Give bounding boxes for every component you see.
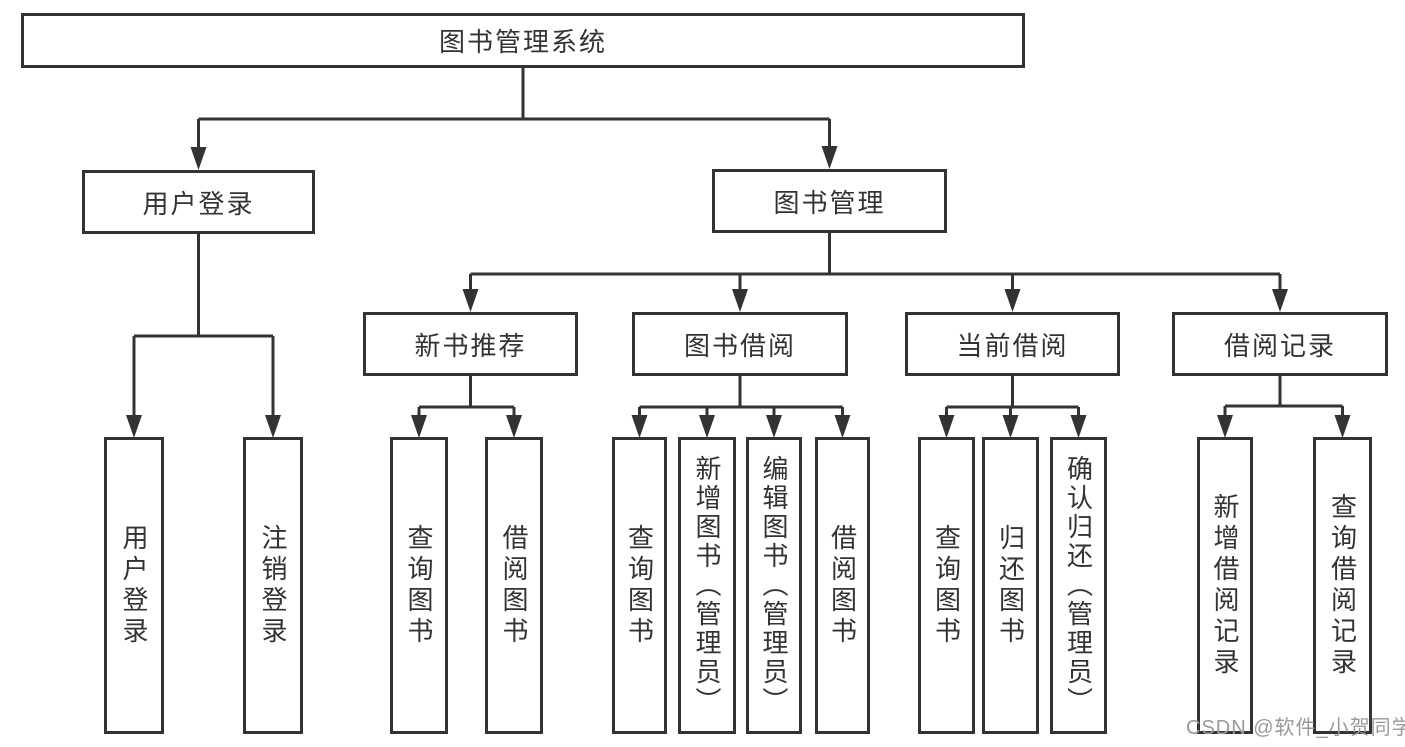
arrowheads — [126, 146, 1351, 438]
leaf-borrowing-borrow-books: 借阅图书 — [815, 437, 870, 734]
leaf-borrowing-edit-books-admin: 编辑图书（管理员） — [746, 437, 802, 734]
leaf-current-return-books: 归还图书 — [982, 437, 1039, 734]
node-borrowing-records: 借阅记录 — [1172, 312, 1388, 376]
leaf-recommend-borrow-books: 借阅图书 — [485, 437, 543, 734]
csdn-watermark: CSDN @软件_小贺同学 — [1186, 717, 1405, 739]
leaf-current-query-books: 查询图书 — [918, 437, 975, 734]
leaf-borrowing-add-books-admin: 新增图书（管理员） — [678, 437, 736, 734]
leaf-borrowing-query-books: 查询图书 — [612, 437, 667, 734]
leaf-records-query-record: 查询借阅记录 — [1313, 437, 1372, 734]
node-current-borrowing: 当前借阅 — [905, 312, 1120, 376]
node-user-login: 用户登录 — [82, 170, 315, 234]
node-library-system: 图书管理系统 — [21, 13, 1025, 68]
leaf-recommend-query-books: 查询图书 — [390, 437, 448, 734]
leaf-records-add-record: 新增借阅记录 — [1197, 437, 1253, 734]
node-book-management: 图书管理 — [712, 169, 947, 233]
leaf-user-login: 用户登录 — [104, 437, 164, 734]
leaf-current-confirm-return-admin: 确认归还（管理员） — [1050, 437, 1107, 734]
node-book-borrowing: 图书借阅 — [632, 312, 848, 376]
node-new-book-recommend: 新书推荐 — [363, 312, 578, 376]
leaf-logout: 注销登录 — [243, 437, 303, 734]
